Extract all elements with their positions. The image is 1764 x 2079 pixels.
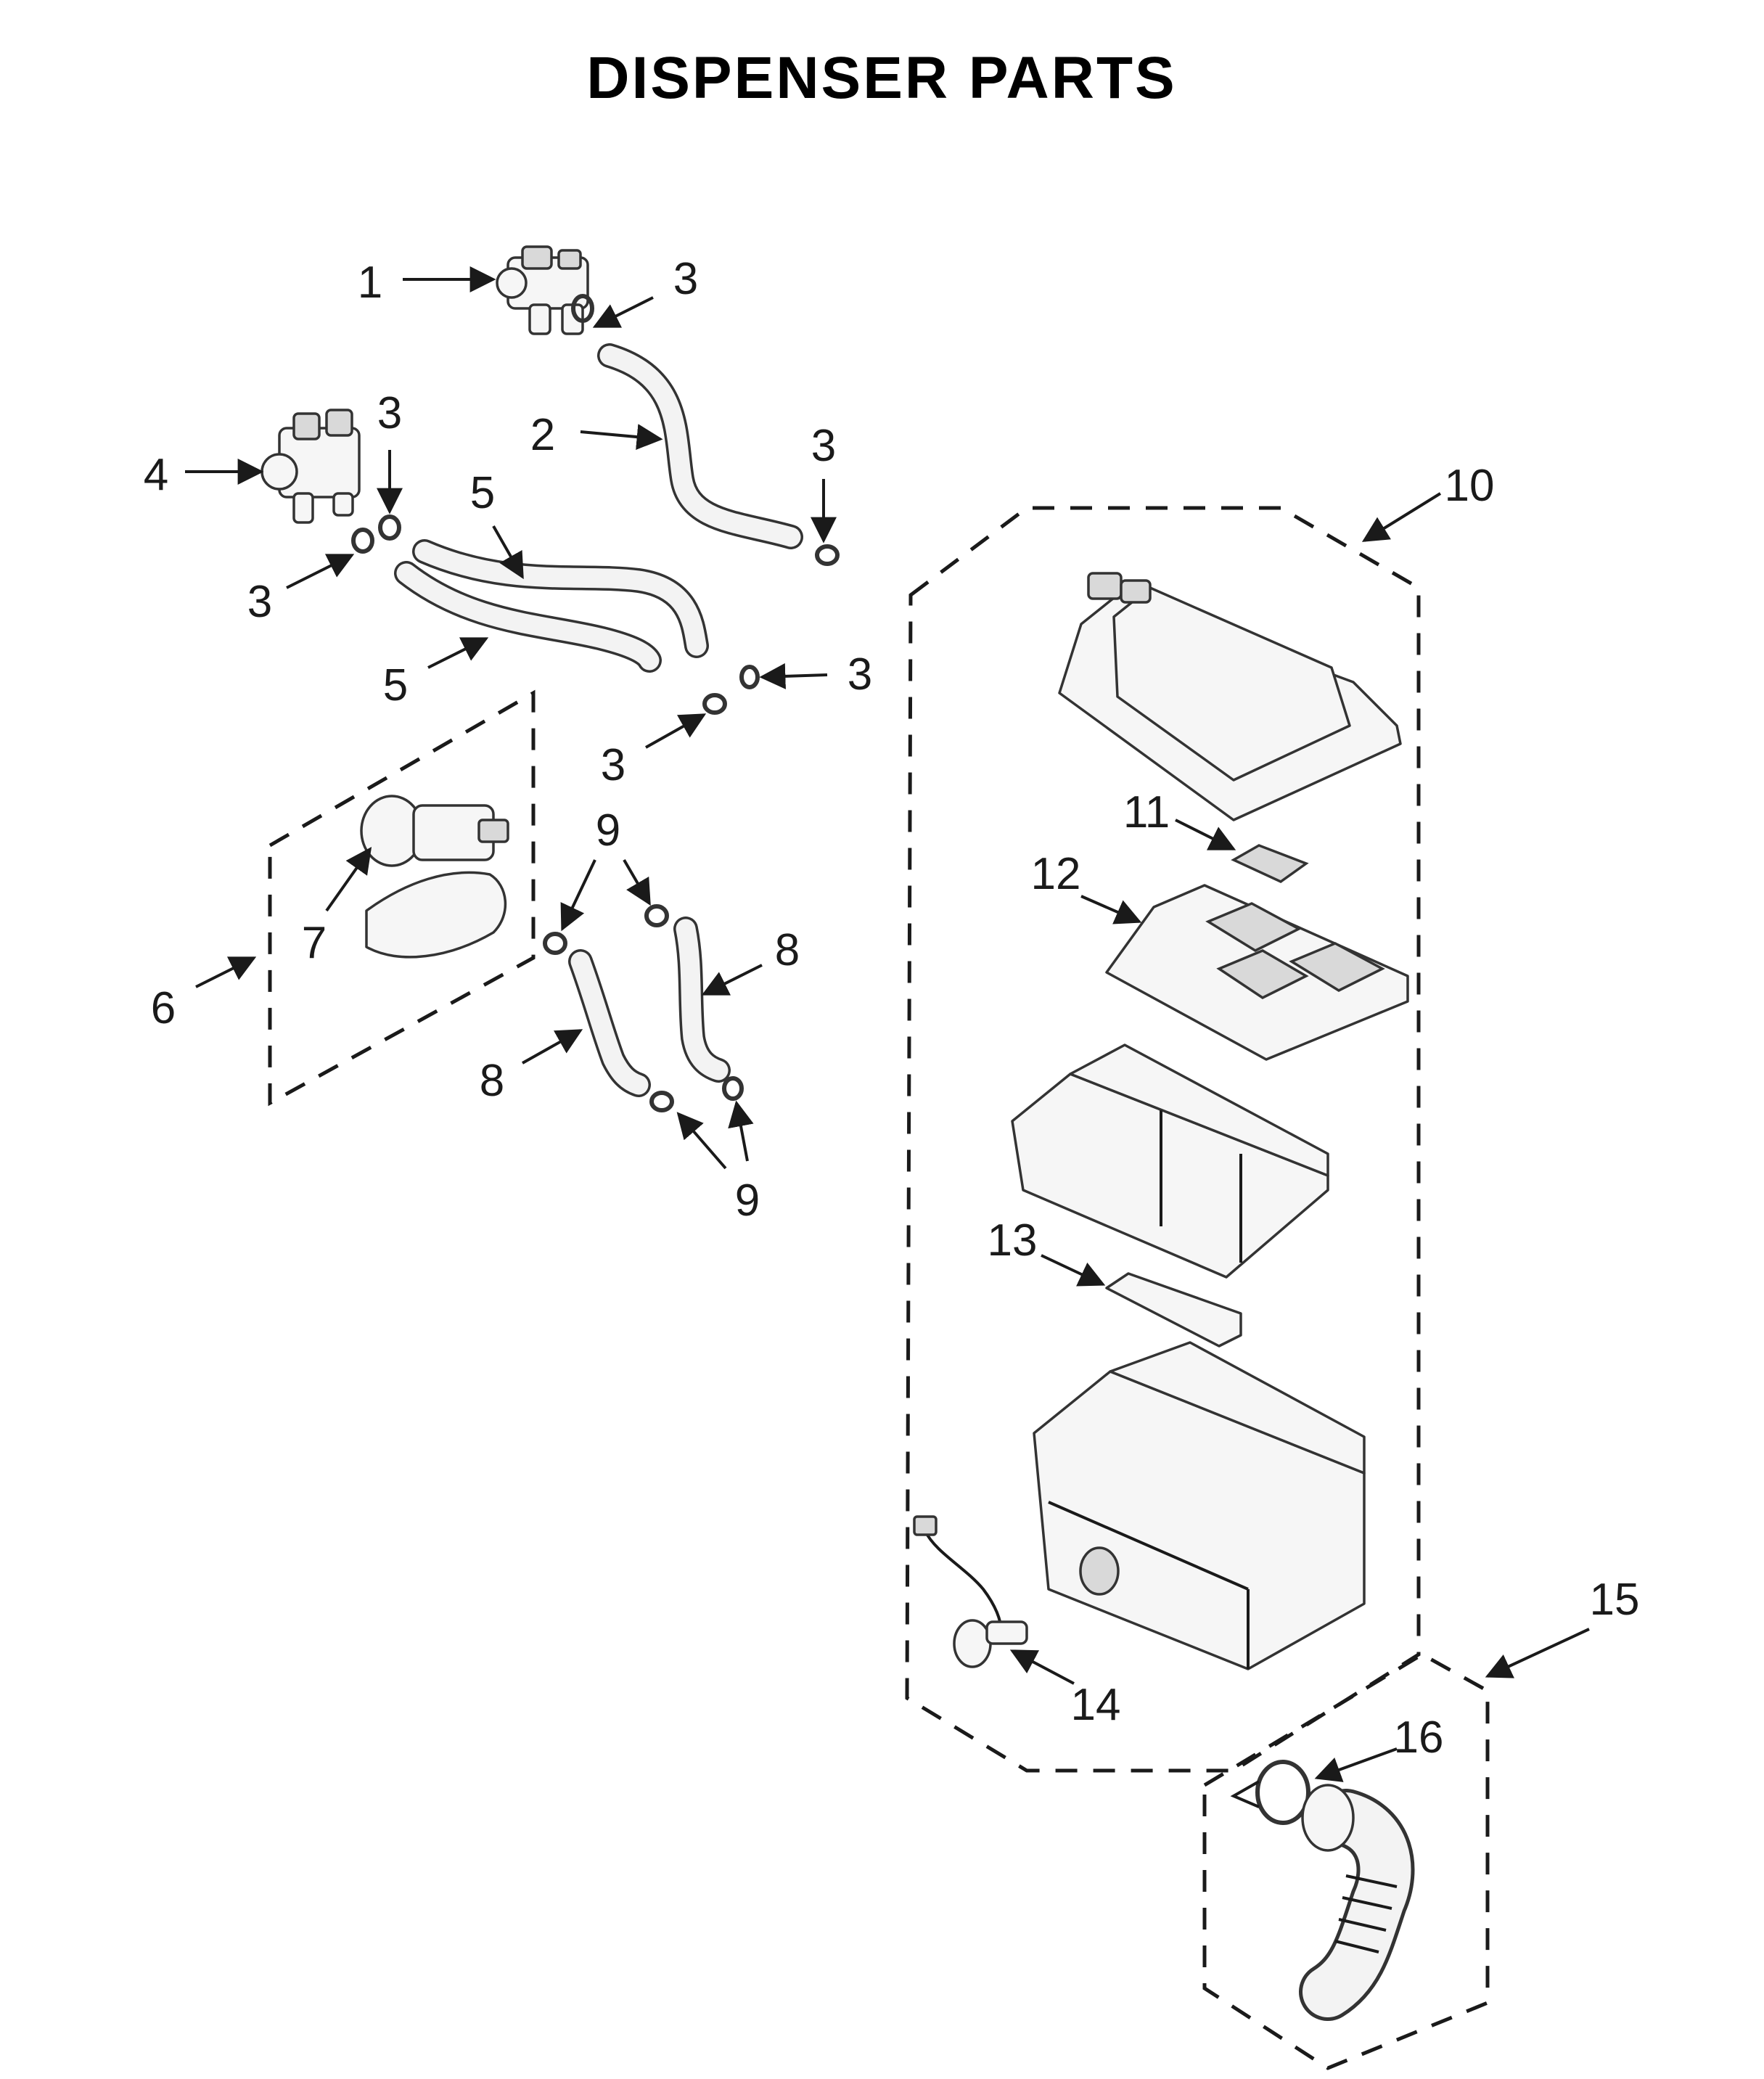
callout-7: 7 bbox=[302, 918, 327, 968]
callout-9: 9 bbox=[735, 1176, 760, 1226]
part-8-hoses bbox=[568, 917, 731, 1097]
group-6-boundary bbox=[268, 689, 536, 1107]
callout-11: 11 bbox=[1123, 787, 1170, 837]
callout-12: 12 bbox=[1031, 849, 1081, 899]
callout-3: 3 bbox=[247, 577, 272, 627]
callouts: 1 2 3 3 3 3 3 3 3 4 5 5 6 7 8 8 9 9 10 1… bbox=[144, 254, 1640, 1763]
callout-15: 15 bbox=[1590, 1575, 1640, 1625]
callout-3: 3 bbox=[811, 421, 836, 471]
dispenser-drawer bbox=[1011, 1043, 1329, 1279]
callout-5: 5 bbox=[383, 660, 408, 710]
dispenser-housing bbox=[1033, 1341, 1366, 1670]
part-12-siphon-cover bbox=[1105, 884, 1409, 1061]
part-5-hoses bbox=[394, 539, 709, 673]
callout-13: 13 bbox=[988, 1215, 1038, 1266]
callout-3: 3 bbox=[377, 388, 402, 438]
callout-2: 2 bbox=[530, 410, 555, 460]
callout-5: 5 bbox=[470, 468, 495, 518]
callout-3: 3 bbox=[673, 254, 698, 304]
part-4-water-valve bbox=[261, 409, 361, 524]
callout-14: 14 bbox=[1071, 1680, 1121, 1730]
part-13-drawer-insert bbox=[1105, 1272, 1242, 1348]
part-9-clamps bbox=[543, 904, 744, 1112]
part-14-sensor bbox=[913, 1515, 1028, 1668]
group-15-boundary bbox=[1202, 1652, 1490, 2070]
callout-9: 9 bbox=[596, 805, 620, 856]
dispenser-top-cover bbox=[1058, 572, 1402, 821]
bellows-hose bbox=[1299, 1784, 1415, 2021]
leader-lines bbox=[185, 266, 1590, 1782]
part-2-hose bbox=[597, 343, 803, 549]
part-3-clamps bbox=[351, 294, 840, 715]
callout-8: 8 bbox=[480, 1056, 504, 1106]
callout-8: 8 bbox=[775, 925, 800, 975]
part-16-hose-clamp bbox=[1230, 1760, 1310, 1825]
callout-16: 16 bbox=[1394, 1713, 1444, 1763]
diagram-title: DISPENSER PARTS bbox=[586, 45, 1177, 111]
callout-10: 10 bbox=[1445, 461, 1495, 511]
callout-4: 4 bbox=[144, 450, 168, 500]
callout-6: 6 bbox=[151, 983, 176, 1033]
part-1-water-valve bbox=[496, 245, 589, 335]
part-7-pump bbox=[360, 795, 509, 959]
group-10-boundary bbox=[905, 506, 1421, 1773]
callout-1: 1 bbox=[358, 258, 382, 308]
part-11-label bbox=[1231, 844, 1309, 884]
callout-3: 3 bbox=[601, 740, 625, 790]
callout-3: 3 bbox=[848, 649, 872, 700]
